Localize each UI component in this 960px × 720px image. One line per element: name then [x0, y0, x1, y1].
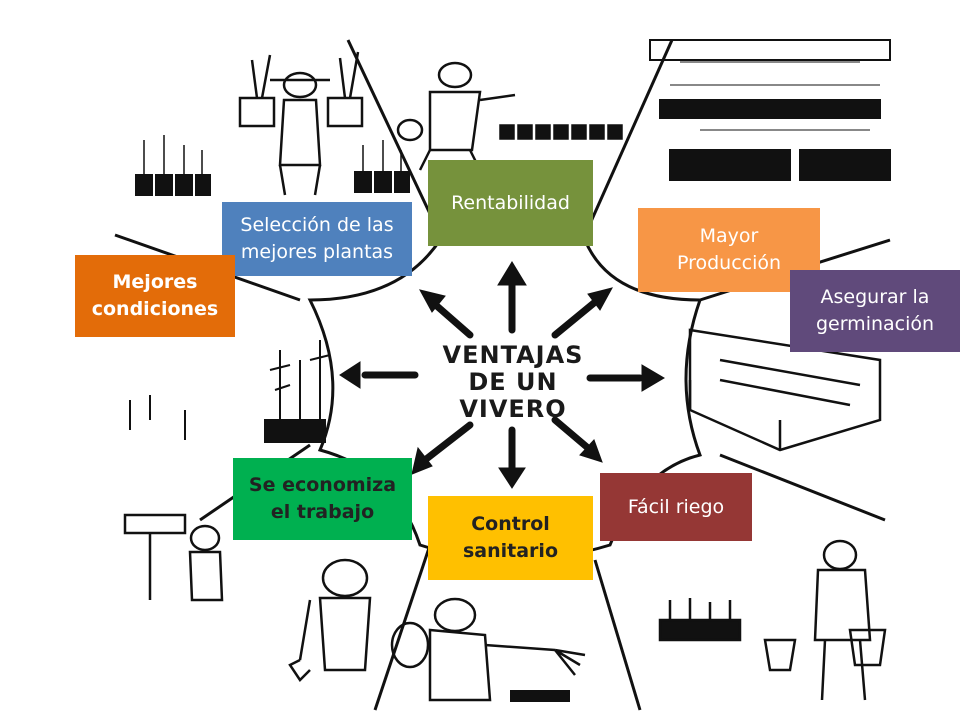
- person-carrying-plants-drawing: [238, 51, 364, 196]
- divider-line: [719, 453, 886, 522]
- label-mejores-condiciones: Mejores condiciones: [75, 255, 235, 337]
- young-trees-drawing: [129, 340, 331, 443]
- workers-with-shovel-drawing: [123, 513, 372, 682]
- potted-plants-drawing: [135, 171, 410, 196]
- label-riego-text: Fácil riego: [627, 495, 725, 518]
- label-facil-riego: Fácil riego: [600, 473, 752, 541]
- label-asegurar-germinacion: Asegurar la germinación: [790, 270, 960, 352]
- person-watering-drawing: [658, 539, 887, 701]
- arrow-down-left-icon: [421, 421, 474, 464]
- label-se-economiza-trabajo: Se economiza el trabajo: [233, 458, 412, 540]
- arrow-up-right-icon: [551, 294, 604, 339]
- raised-seedbed-drawing: [688, 328, 882, 452]
- divider-line: [583, 39, 674, 236]
- label-economiza-text: Se economiza el trabajo: [248, 474, 397, 523]
- label-control-sanitario: Control sanitario: [428, 496, 593, 580]
- divider-line: [593, 559, 642, 711]
- seedling-rows-drawing: [499, 124, 623, 140]
- label-control-text: Control sanitario: [462, 513, 558, 562]
- label-seleccion-mejores-plantas: Selección de las mejores plantas: [222, 202, 412, 276]
- divider-line: [373, 544, 432, 711]
- person-spraying-drawing: [390, 597, 586, 702]
- arrow-down-right-icon: [551, 416, 592, 452]
- seedbed-trays-drawing: [649, 39, 891, 181]
- label-asegurar-text: Asegurar la germinación: [815, 286, 935, 335]
- label-mayor-produccion-text: Mayor Producción: [676, 225, 782, 274]
- label-mayor-produccion: Mayor Producción: [638, 208, 820, 292]
- divider-line: [346, 39, 442, 236]
- label-seleccion-text: Selección de las mejores plantas: [240, 214, 394, 263]
- label-rentabilidad-text: Rentabilidad: [451, 191, 570, 214]
- center-title: VENTAJAS DE UN VIVERO: [442, 341, 584, 423]
- label-mejores-condiciones-text: Mejores condiciones: [91, 271, 219, 320]
- seedlings-drawing: [510, 690, 570, 702]
- label-rentabilidad: Rentabilidad: [428, 160, 593, 246]
